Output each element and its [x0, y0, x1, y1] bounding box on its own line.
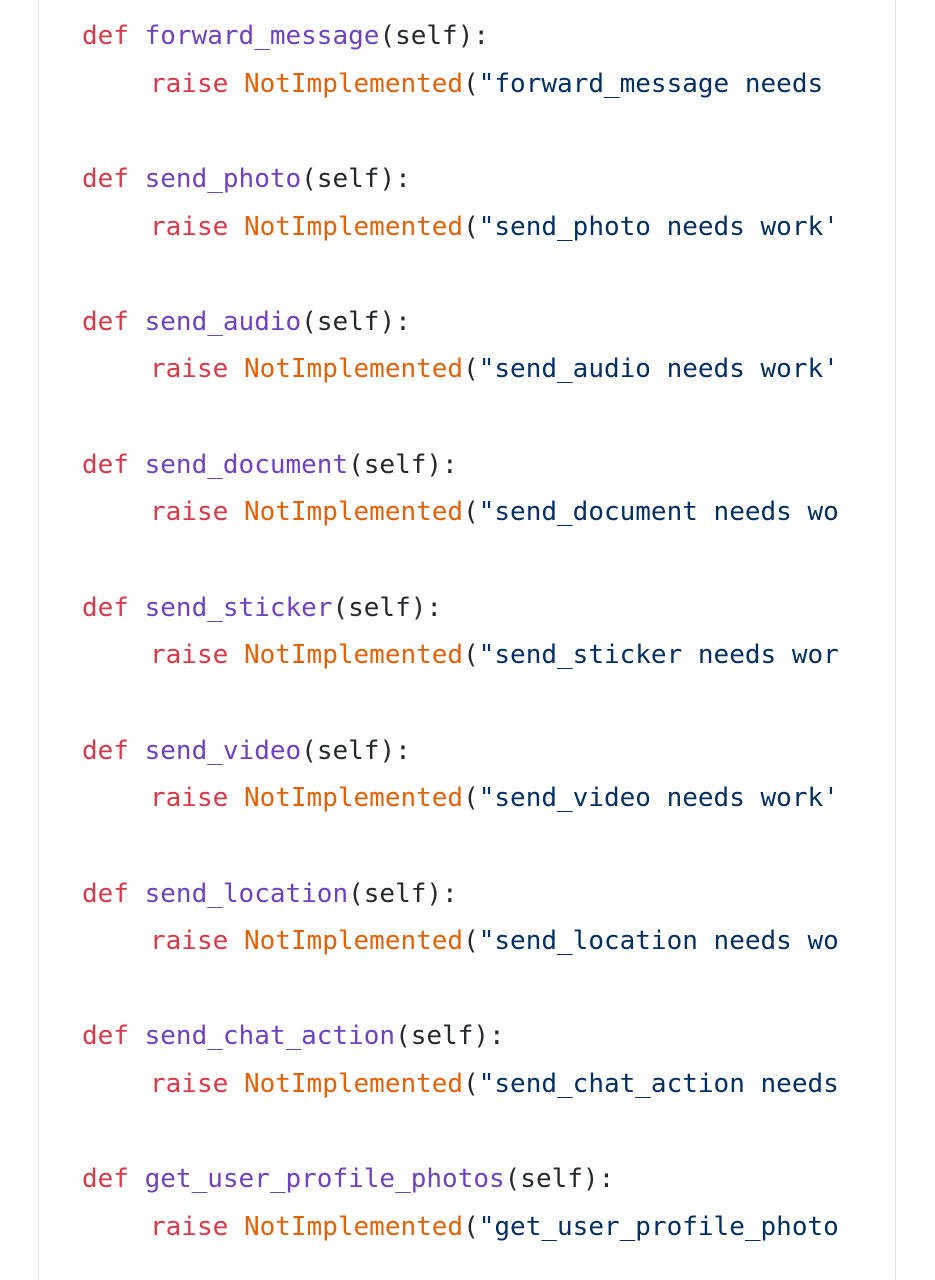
keyword-raise: raise: [150, 1212, 229, 1243]
function-params: (self):: [332, 592, 443, 623]
string-literal: ("send_location needs wo: [463, 926, 839, 957]
exception-name: NotImplemented: [243, 354, 464, 385]
code-line-def: def send_location(self):: [82, 871, 839, 919]
code-line-def: def send_video(self):: [82, 728, 839, 776]
code-line-def: def forward_message(self):: [82, 13, 839, 61]
keyword-def: def: [82, 878, 129, 909]
function-name: get_user_profile_photos: [144, 1164, 505, 1195]
function-name: send_chat_action: [144, 1021, 396, 1052]
function-name: send_audio: [144, 306, 302, 337]
function-params: (self):: [504, 1164, 615, 1195]
function-name: send_document: [144, 449, 349, 480]
keyword-raise: raise: [150, 926, 229, 957]
exception-name: NotImplemented: [243, 1212, 464, 1243]
code-line-def: def send_audio(self):: [82, 299, 839, 347]
function-params: (self):: [301, 306, 411, 337]
exception-name: NotImplemented: [243, 211, 464, 242]
keyword-def: def: [82, 1021, 129, 1052]
code-line-def: def send_photo(self):: [82, 156, 839, 204]
exception-name: NotImplemented: [243, 640, 464, 671]
code-line-blank: [82, 537, 839, 585]
string-literal: ("send_video needs work': [463, 783, 839, 814]
string-literal: ("send_document needs wo: [463, 497, 839, 528]
code-block: def forward_message(self):raise NotImple…: [82, 13, 839, 1252]
function-name: send_location: [144, 878, 349, 909]
keyword-def: def: [82, 1164, 129, 1195]
code-line-raise: raise NotImplemented("send_video needs w…: [82, 775, 839, 823]
code-line-raise: raise NotImplemented("send_document need…: [82, 489, 839, 537]
keyword-def: def: [82, 592, 129, 623]
exception-name: NotImplemented: [243, 783, 464, 814]
function-params: (self):: [301, 163, 411, 194]
function-params: (self):: [301, 735, 411, 766]
keyword-raise: raise: [150, 497, 229, 528]
code-panel: def forward_message(self):raise NotImple…: [38, 0, 896, 1280]
code-line-blank: [82, 1109, 839, 1157]
function-name: forward_message: [144, 21, 380, 51]
keyword-raise: raise: [150, 211, 229, 242]
string-literal: ("get_user_profile_photo: [463, 1212, 839, 1243]
code-line-raise: raise NotImplemented("send_chat_action n…: [82, 1061, 839, 1109]
string-literal: ("send_chat_action needs: [463, 1069, 839, 1100]
function-params: (self):: [395, 1021, 505, 1052]
code-line-def: def send_sticker(self):: [82, 585, 839, 633]
code-line-def: def get_user_profile_photos(self):: [82, 1156, 839, 1204]
exception-name: NotImplemented: [243, 68, 464, 99]
function-params: (self):: [348, 878, 458, 909]
keyword-raise: raise: [150, 68, 229, 99]
function-name: send_video: [144, 735, 302, 766]
code-line-raise: raise NotImplemented("get_user_profile_p…: [82, 1204, 839, 1252]
function-params: (self):: [379, 21, 490, 51]
string-literal: ("send_sticker needs wor: [463, 640, 839, 671]
keyword-def: def: [82, 449, 129, 480]
code-line-raise: raise NotImplemented("send_audio needs w…: [82, 346, 839, 394]
function-params: (self):: [348, 449, 458, 480]
function-name: send_photo: [144, 163, 302, 194]
keyword-def: def: [82, 306, 129, 337]
code-line-raise: raise NotImplemented("send_photo needs w…: [82, 204, 839, 252]
string-literal: ("send_photo needs work': [463, 211, 839, 242]
function-name: send_sticker: [144, 592, 333, 623]
string-literal: ("forward_message needs: [463, 68, 824, 99]
code-line-raise: raise NotImplemented("forward_message ne…: [82, 61, 839, 109]
code-line-def: def send_document(self):: [82, 442, 839, 490]
code-line-blank: [82, 823, 839, 871]
keyword-raise: raise: [150, 1069, 229, 1100]
string-literal: ("send_audio needs work': [463, 354, 839, 385]
keyword-def: def: [82, 735, 129, 766]
code-line-blank: [82, 394, 839, 442]
keyword-raise: raise: [150, 354, 229, 385]
exception-name: NotImplemented: [243, 926, 464, 957]
keyword-def: def: [82, 21, 129, 51]
code-line-blank: [82, 251, 839, 299]
code-line-def: def send_chat_action(self):: [82, 1013, 839, 1061]
code-line-blank: [82, 680, 839, 728]
exception-name: NotImplemented: [243, 1069, 464, 1100]
exception-name: NotImplemented: [243, 497, 464, 528]
code-line-raise: raise NotImplemented("send_sticker needs…: [82, 632, 839, 680]
code-line-blank: [82, 108, 839, 156]
keyword-def: def: [82, 163, 129, 194]
keyword-raise: raise: [150, 783, 229, 814]
code-line-raise: raise NotImplemented("send_location need…: [82, 918, 839, 966]
code-line-blank: [82, 966, 839, 1014]
keyword-raise: raise: [150, 640, 229, 671]
